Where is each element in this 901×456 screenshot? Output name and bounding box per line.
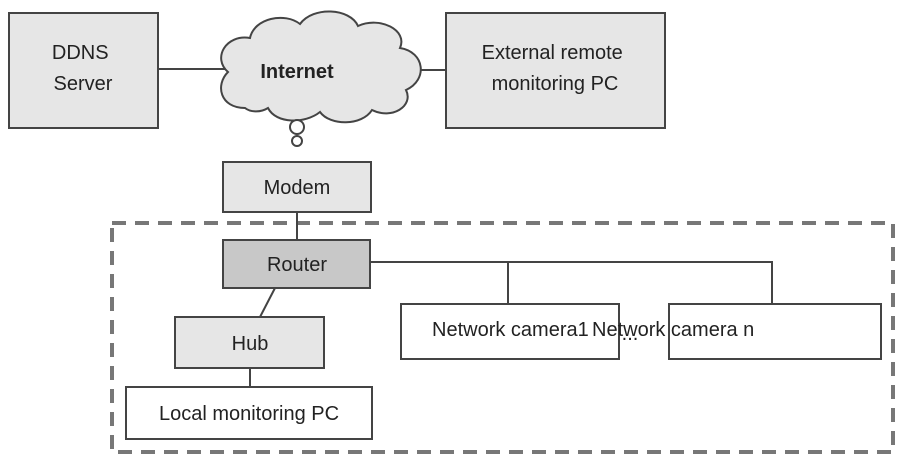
camera-n-box <box>668 303 882 360</box>
external-pc-label-line2: monitoring PC <box>492 73 619 95</box>
camera-ellipsis: ... <box>622 323 639 345</box>
external-pc-box <box>445 12 666 129</box>
local-pc-node: Local monitoring PC <box>125 386 373 440</box>
modem-box <box>222 161 372 213</box>
local-pc-label: Local monitoring PC <box>159 403 339 425</box>
svg-text:External remote monitori: External remote monitoring PC <box>482 42 629 95</box>
camera-n-node: Network camera n <box>592 303 882 360</box>
internet-cloud-node: Internet <box>220 10 422 147</box>
router-label: Router <box>267 254 327 276</box>
camera-1-box <box>400 303 620 360</box>
hub-box <box>174 316 325 369</box>
cloud-icon <box>220 10 422 124</box>
ddns-server-node: DDNS Server <box>8 12 159 129</box>
hub-label: Hub <box>232 333 269 355</box>
cloud-bubble-small <box>291 135 303 147</box>
modem-label: Modem <box>264 177 331 199</box>
cloud-bubble-large <box>289 119 305 135</box>
modem-node: Modem <box>222 161 372 213</box>
hub-node: Hub <box>174 316 325 369</box>
external-pc-node: External remote monitoring PC <box>445 12 666 129</box>
ddns-server-box <box>8 12 159 129</box>
local-pc-box <box>125 386 373 440</box>
router-node: Router <box>222 239 371 289</box>
camera-1-label: Network camera1 <box>432 319 589 341</box>
ddns-server-label-line1: DDNS <box>52 42 109 64</box>
ddns-server-label-line2: Server <box>54 73 113 95</box>
router-box <box>222 239 371 289</box>
internet-label: Internet <box>260 61 334 83</box>
connector-router-hub <box>259 287 276 318</box>
svg-text:DDNS Server: DDNS Server <box>52 42 114 95</box>
external-pc-label-line1: External remote <box>482 42 623 64</box>
camera-n-label: Network camera n <box>592 319 754 341</box>
connectors <box>158 68 773 387</box>
connector-router-cameras <box>370 261 773 304</box>
camera-1-node: Network camera1 <box>400 303 620 360</box>
